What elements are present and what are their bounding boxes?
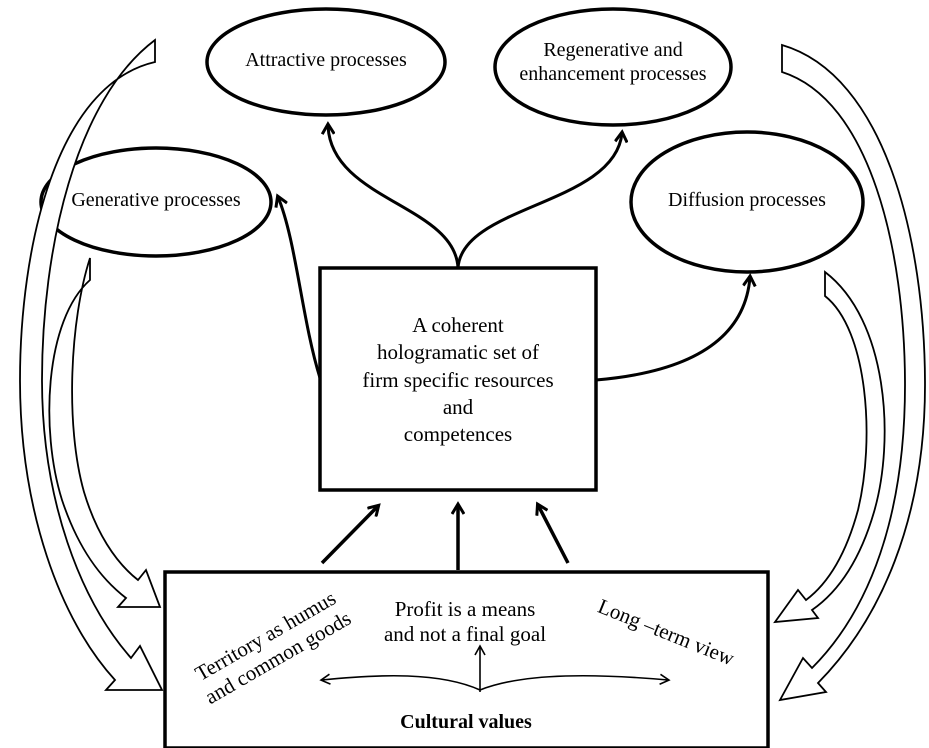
core-label-line3: firm specific resources <box>362 367 554 392</box>
cultural-values-title: Cultural values <box>400 711 532 733</box>
diffusion-label: Diffusion processes <box>668 189 826 211</box>
right-outer-hollow-arrow <box>778 43 926 702</box>
arrow-to-generative <box>278 197 322 379</box>
arrow-up-right <box>538 505 570 564</box>
right-inner-hollow-arrow <box>773 270 886 624</box>
arrow-to-diffusion <box>595 277 750 382</box>
arrow-up-left <box>320 506 378 565</box>
regenerative-label-line1: Regenerative and <box>543 39 683 61</box>
generative-ellipse <box>39 146 273 258</box>
arrow-to-regenerative <box>456 133 622 269</box>
core-label-line2: hologramatic set of <box>376 340 540 365</box>
left-outer-hollow-arrow <box>19 38 164 691</box>
core-label-line4: and <box>442 394 474 419</box>
core-label: A coherent hologramatic set of firm spec… <box>330 312 586 448</box>
cultural-box <box>163 570 770 748</box>
profit-label-line2: and not a final goal <box>383 622 547 647</box>
cultural-arrow-right <box>479 673 671 691</box>
cultural-arrow-left <box>319 673 481 691</box>
generative-label: Generative processes <box>71 189 241 211</box>
core-box <box>318 266 598 492</box>
attractive-label: Attractive processes <box>245 49 407 71</box>
regenerative-ellipse <box>493 7 733 127</box>
profit-label: Profit is a means and not a final goal <box>360 597 570 647</box>
regenerative-label: Regenerative and enhancement processes <box>503 38 723 86</box>
diffusion-ellipse <box>629 130 865 274</box>
left-inner-hollow-arrow <box>48 257 162 608</box>
attractive-ellipse <box>205 7 447 117</box>
arrow-to-attractive <box>328 125 460 269</box>
core-label-line5: competences <box>403 422 513 447</box>
profit-label-line1: Profit is a means <box>394 597 536 621</box>
regenerative-label-line2: enhancement processes <box>519 63 707 85</box>
core-label-line1: A coherent <box>412 313 504 337</box>
